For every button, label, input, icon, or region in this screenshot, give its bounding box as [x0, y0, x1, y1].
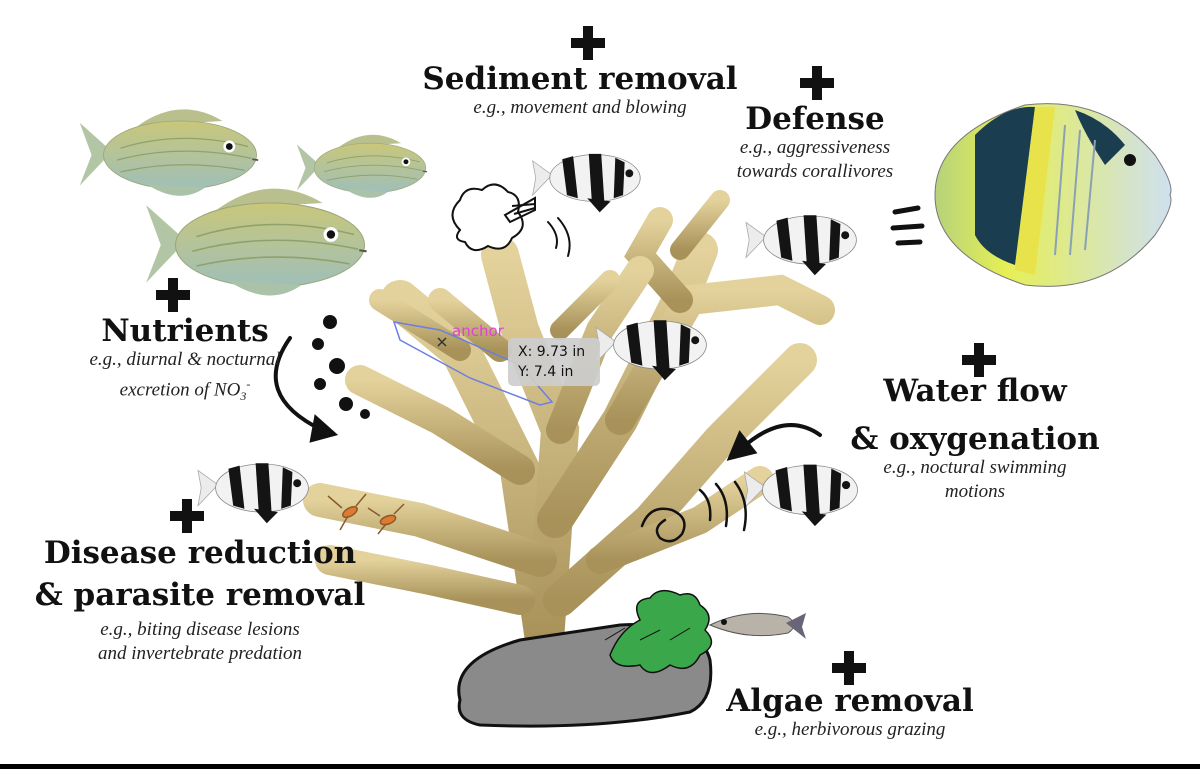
disease-subtitle-1: e.g., biting disease lesions — [100, 619, 300, 640]
nutrients-subscript: 3 — [240, 389, 247, 404]
selection-outline — [392, 321, 554, 406]
plus-icon-nutrients — [156, 278, 190, 312]
coral — [303, 190, 835, 660]
disease-title-1: Disease reduction — [43, 535, 357, 571]
label-disease-reduction: Disease reduction & parasite removal e.g… — [30, 536, 370, 666]
label-water-flow: Water flow & oxygenation e.g., noctural … — [830, 374, 1120, 504]
algae-title: Algae removal — [726, 683, 974, 719]
nutrient-arrow — [273, 336, 339, 443]
waterflow-subtitle-1: e.g., noctural swimming — [883, 457, 1067, 478]
nutrients-subtitle-2: excretion of NO3- — [60, 372, 310, 408]
sediment-subtitle: e.g., movement and blowing — [473, 97, 687, 118]
y-coordinate-readout: Y: 7.4 in — [518, 364, 574, 380]
waterflow-title-2: & oxygenation — [850, 421, 1100, 457]
x-coordinate-readout: X: 9.73 in — [518, 344, 586, 360]
disease-subtitle-2: and invertebrate predation — [97, 643, 303, 664]
defense-subtitle-2: towards corallivores — [736, 161, 894, 182]
anchor-label: anchor — [452, 322, 504, 340]
nutrients-title: Nutrients — [101, 313, 269, 349]
sediment-puff — [451, 183, 571, 257]
nutrients-formula: excretion of NO — [119, 379, 241, 401]
damselfish-defense — [745, 214, 857, 276]
nutrients-subtitle-1: e.g., diurnal & nocturnal — [89, 349, 281, 370]
waterflow-subtitle-2: motions — [944, 481, 1006, 502]
grunt-fish-1 — [78, 108, 260, 197]
grunt-fish-2 — [296, 134, 428, 199]
nutrients-superscript: - — [246, 377, 251, 391]
bottom-border — [0, 764, 1200, 769]
plus-icon-sediment — [571, 26, 605, 60]
plus-icon-disease — [170, 499, 204, 533]
damselfish-disease — [197, 462, 309, 524]
algae-subtitle: e.g., herbivorous grazing — [754, 719, 946, 740]
algae — [604, 589, 713, 674]
damselfish-sediment — [532, 153, 641, 213]
plus-icon-algae — [832, 651, 866, 685]
aggression-dashes — [890, 205, 925, 246]
coordinate-tooltip: X: 9.73 in Y: 7.4 in — [508, 338, 600, 386]
sediment-title: Sediment removal — [422, 61, 738, 97]
goby-fish — [708, 612, 806, 639]
disease-title-2: & parasite removal — [34, 577, 366, 613]
plus-icon-defense — [800, 66, 834, 100]
nutrient-dots — [312, 315, 370, 419]
label-algae-removal: Algae removal e.g., herbivorous grazing — [710, 684, 990, 742]
defense-subtitle-1: e.g., aggressiveness — [739, 137, 891, 158]
plus-icon-waterflow — [962, 343, 996, 377]
waterflow-arrow — [726, 423, 822, 461]
label-nutrients: Nutrients e.g., diurnal & nocturnal excr… — [60, 314, 310, 408]
butterflyfish — [934, 103, 1172, 287]
water-swirls — [640, 480, 747, 543]
label-sediment-removal: Sediment removal e.g., movement and blow… — [410, 62, 750, 120]
label-defense: Defense e.g., aggressiveness towards cor… — [700, 102, 930, 184]
waterflow-title-1: Water flow — [883, 373, 1067, 409]
defense-title: Defense — [745, 101, 885, 137]
copepods — [327, 493, 405, 535]
